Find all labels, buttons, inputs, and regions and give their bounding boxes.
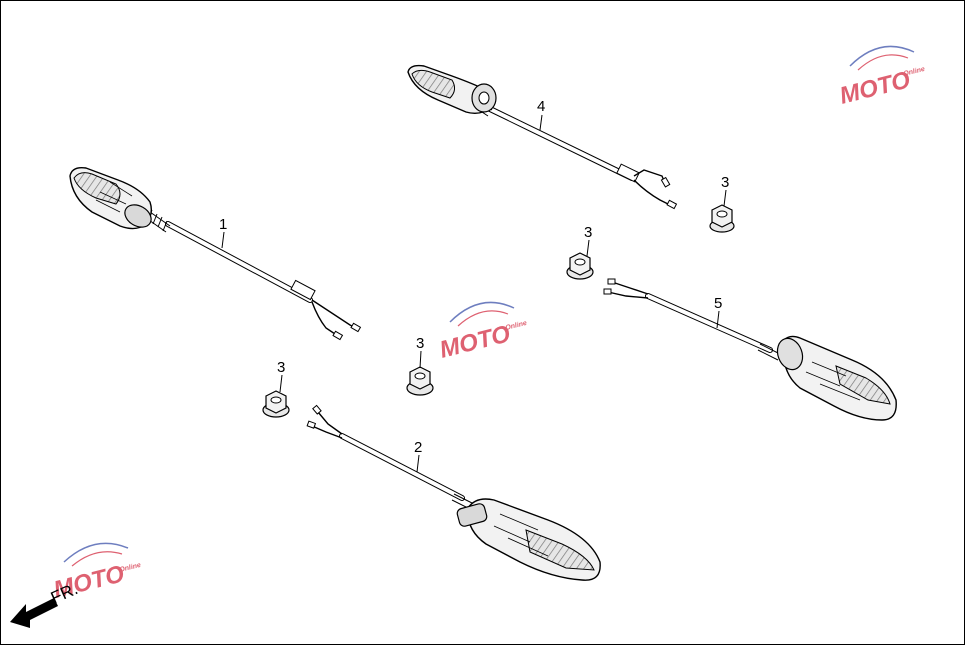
flange-nut-3a[interactable] bbox=[709, 204, 735, 233]
leader-lines bbox=[221, 114, 727, 473]
callout-3-left: 3 bbox=[277, 359, 285, 376]
flange-nut-3d[interactable] bbox=[262, 390, 290, 418]
callout-3-center: 3 bbox=[416, 335, 424, 352]
watermark-brand-text: MOTO bbox=[837, 66, 913, 110]
flange-nut-3b[interactable] bbox=[566, 252, 594, 280]
turn-signal-4[interactable] bbox=[407, 64, 678, 210]
watermark-sub-text: Online bbox=[505, 320, 528, 332]
front-direction-arrow-icon bbox=[10, 598, 58, 628]
watermark-logo-top-right: MOTO Online bbox=[837, 45, 926, 110]
callout-3-right: 3 bbox=[584, 224, 592, 241]
turn-signal-2[interactable] bbox=[306, 404, 601, 581]
callout-1: 1 bbox=[219, 216, 227, 233]
flange-nut-3c[interactable] bbox=[406, 366, 434, 396]
turn-signal-1[interactable] bbox=[69, 166, 362, 341]
callout-5: 5 bbox=[714, 295, 722, 312]
callout-3-upper-right: 3 bbox=[721, 174, 729, 191]
watermark-brand-text: MOTO bbox=[437, 320, 513, 364]
callout-4: 4 bbox=[537, 98, 545, 115]
callout-2: 2 bbox=[414, 439, 422, 456]
watermark-sub-text: Online bbox=[119, 562, 142, 574]
turn-signal-5[interactable] bbox=[603, 278, 897, 421]
watermark-logo-center: MOTO Online bbox=[437, 301, 528, 364]
